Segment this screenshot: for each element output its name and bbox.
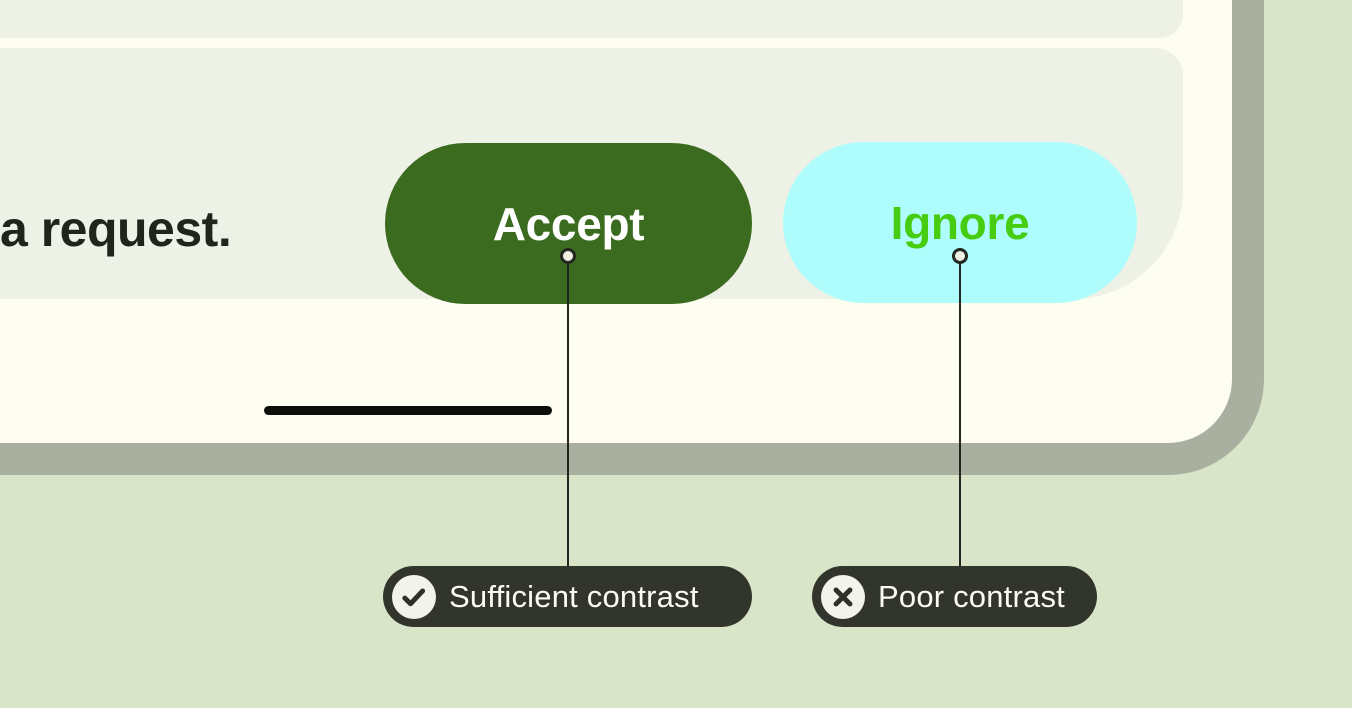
ignore-connector-line bbox=[959, 263, 961, 566]
home-indicator-bar bbox=[264, 406, 552, 415]
poor-contrast-label: Poor contrast bbox=[878, 578, 1065, 614]
accept-connector-dot bbox=[560, 248, 576, 264]
x-icon bbox=[821, 574, 865, 619]
check-icon bbox=[392, 574, 436, 619]
dialog-upper-panel bbox=[0, 0, 1183, 38]
sufficient-contrast-annotation: Sufficient contrast bbox=[383, 566, 752, 627]
dialog-action-panel: a request. Accept Ignore bbox=[0, 48, 1183, 304]
sufficient-contrast-label: Sufficient contrast bbox=[449, 578, 699, 614]
poor-contrast-annotation: Poor contrast bbox=[812, 566, 1097, 627]
dialog-message-text: a request. bbox=[0, 201, 232, 257]
accept-connector-line bbox=[567, 263, 569, 566]
device-card: a request. Accept Ignore bbox=[0, 0, 1232, 443]
ignore-connector-dot bbox=[952, 248, 968, 264]
ignore-button[interactable]: Ignore bbox=[783, 142, 1137, 303]
